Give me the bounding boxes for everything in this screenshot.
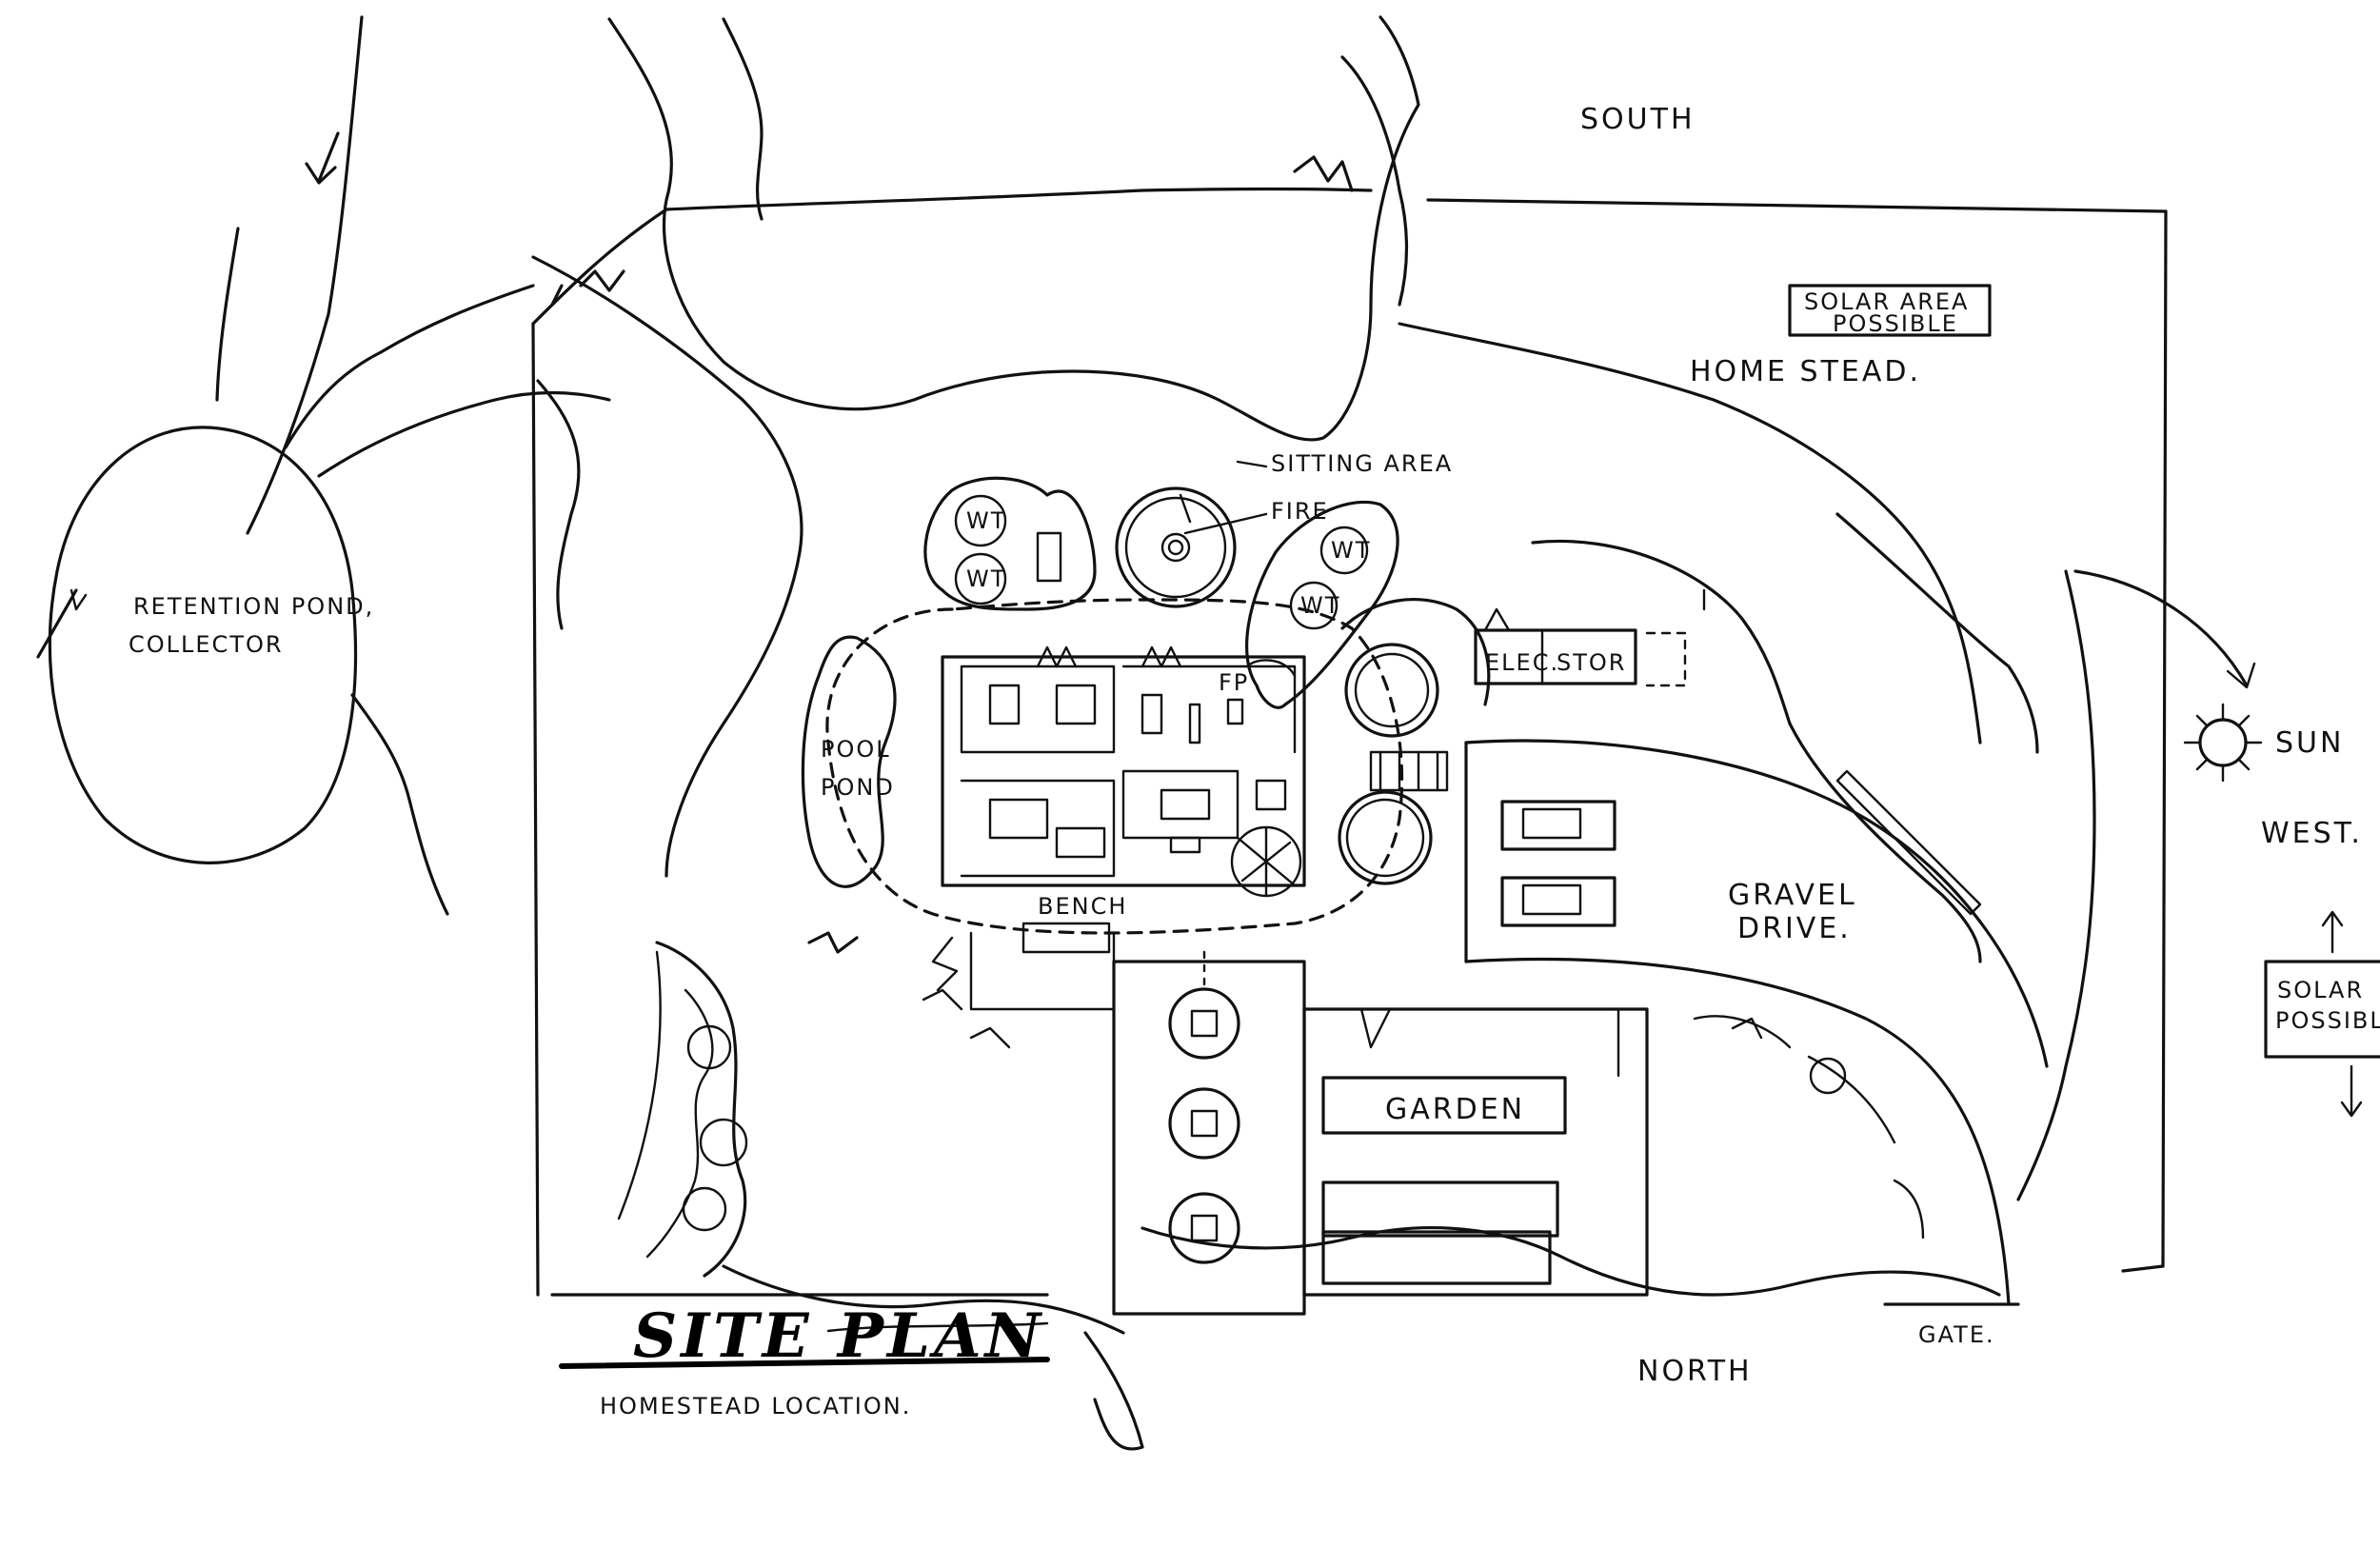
house-compound <box>801 598 1404 1011</box>
retention-pond <box>36 426 358 864</box>
pool-label-line1: POOL <box>821 736 891 763</box>
stor-label: STOR <box>1557 649 1626 676</box>
wt-label-3: WT <box>1331 537 1371 564</box>
solar-right-line2: POSSIBLE <box>2275 1007 2380 1034</box>
bench-label: BENCH <box>1038 893 1127 920</box>
garden-area <box>1302 1007 1649 1297</box>
elec-stor-building <box>1474 588 1706 687</box>
elec-label: ELEC. <box>1485 649 1559 676</box>
flow-arrow-icon <box>305 131 340 185</box>
site-plan-subtitle: HOMESTEAD LOCATION. <box>600 1393 911 1419</box>
sun-label: SUN <box>2275 726 2344 760</box>
solar-arrows-icon <box>2321 910 2363 1118</box>
solar-right-line1: SOLAR <box>2277 977 2364 1003</box>
property-boundary <box>531 155 2168 1306</box>
terrain-contours <box>215 15 2096 1451</box>
planting-bottom-right <box>1693 1015 1925 1240</box>
pool-label-line2: POND <box>821 774 895 801</box>
wt-label-1: WT <box>966 507 1006 534</box>
retention-pond-line2: COLLECTOR <box>129 631 284 658</box>
west-label: WEST. <box>2261 817 2363 850</box>
retention-pond-line1: RETENTION POND, <box>133 593 374 620</box>
gate-label: GATE. <box>1918 1321 1995 1348</box>
title-underline <box>559 1357 1050 1369</box>
south-label: SOUTH <box>1580 103 1696 136</box>
water-tanks-pod-left <box>923 476 1097 611</box>
trees-near-house <box>1338 598 1491 885</box>
sitting-area-label: SITTING AREA <box>1271 450 1453 477</box>
wt-label-4: WT <box>1300 592 1340 619</box>
orchard-path <box>1112 950 1306 1316</box>
gravel-drive-line1: GRAVEL <box>1728 879 1857 912</box>
parking-spaces <box>1464 741 1616 963</box>
title-flourish <box>826 1321 1049 1333</box>
sun-path-arrow-icon <box>2073 569 2256 689</box>
solar-area-top-line2: POSSIBLE <box>1833 310 1958 337</box>
solar-area-top-line1: SOLAR AREA <box>1804 288 1969 315</box>
gravel-drive-line2: DRIVE. <box>1737 912 1852 945</box>
homestead-label: HOME STEAD. <box>1690 355 1921 388</box>
fire-label: FIRE <box>1271 498 1329 525</box>
water-tanks-pod-right <box>1245 500 1399 709</box>
sitting-area <box>1115 460 1268 608</box>
sun-icon <box>2183 703 2263 783</box>
solar-area-right-box <box>2264 960 2380 1059</box>
gravel-drive <box>1464 539 2049 1306</box>
site-plan-title: SITE PLAN <box>633 1300 1044 1372</box>
solar-area-top-box <box>1788 284 1992 337</box>
north-label: NORTH <box>1637 1355 1753 1388</box>
planting-hedge <box>617 931 1011 1278</box>
garden-label: GARDEN <box>1385 1093 1525 1126</box>
fp-label: FP <box>1219 669 1249 696</box>
wt-label-2: WT <box>966 566 1006 592</box>
